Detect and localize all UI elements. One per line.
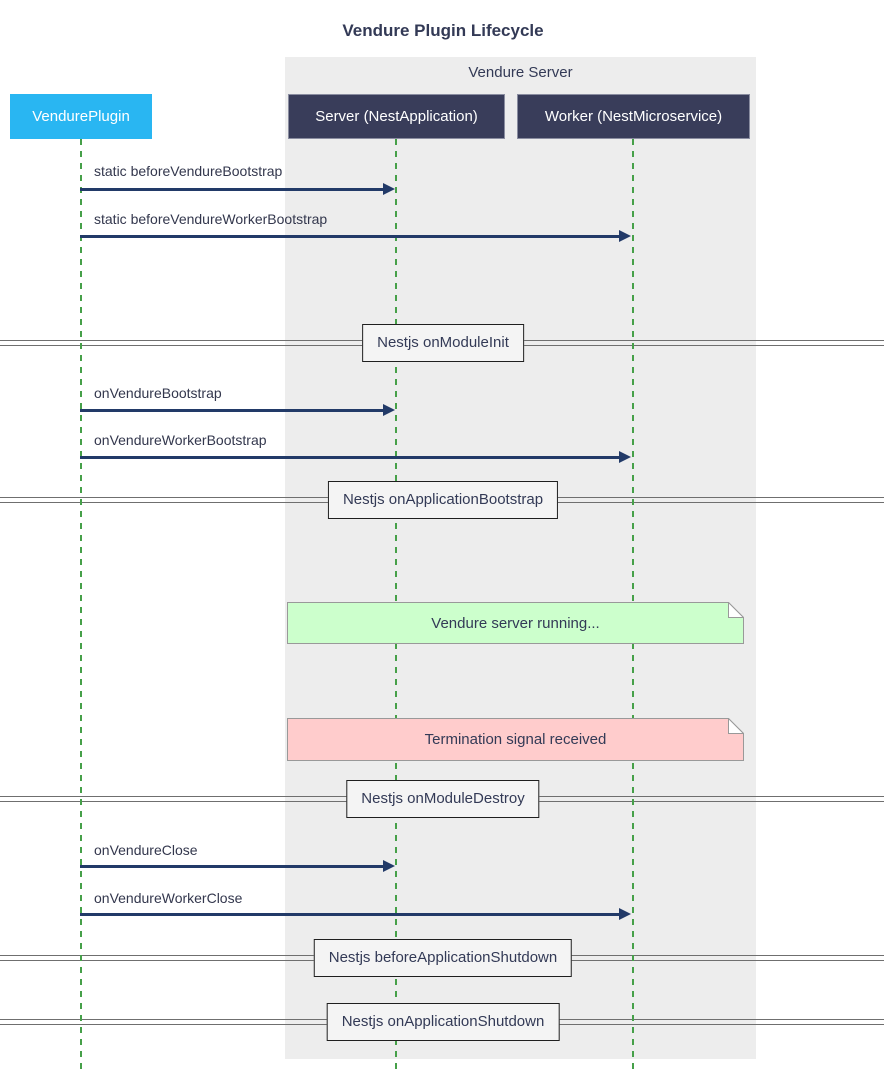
message-arrow-static-before-vendure-worker-bootstrap	[80, 230, 631, 242]
participant-vendure-plugin: VendurePlugin	[10, 94, 152, 139]
lifeline-vendure-plugin	[80, 139, 82, 1072]
participant-server-nest-application: Server (NestApplication)	[288, 94, 505, 139]
note-label-vendure-server-running: Vendure server running...	[431, 614, 600, 632]
divider-box-on-module-destroy: Nestjs onModuleDestroy	[346, 780, 540, 818]
message-label-on-vendure-worker-bootstrap: onVendureWorkerBootstrap	[94, 432, 267, 448]
message-label-on-vendure-close: onVendureClose	[94, 842, 198, 858]
message-label-static-before-vendure-worker-bootstrap: static beforeVendureWorkerBootstrap	[94, 211, 328, 227]
note-shape-pink	[287, 717, 745, 761]
participant-worker-nest-microservice: Worker (NestMicroservice)	[517, 94, 750, 139]
message-label-on-vendure-worker-close: onVendureWorkerClose	[94, 890, 243, 906]
message-arrow-on-vendure-worker-close	[80, 908, 631, 920]
note-shape-green	[287, 601, 745, 644]
note-label-termination-signal: Termination signal received	[424, 731, 607, 748]
diagram-title: Vendure Plugin Lifecycle	[342, 21, 544, 40]
message-arrow-on-vendure-worker-bootstrap	[80, 451, 631, 463]
divider-box-before-application-shutdown: Nestjs beforeApplicationShutdown	[313, 939, 573, 977]
note-vendure-server-running: Vendure server running...	[287, 601, 745, 644]
note-termination-signal: Termination signal received	[287, 717, 745, 761]
message-label-static-before-vendure-bootstrap: static beforeVendureBootstrap	[94, 163, 283, 179]
vendure-server-group-box	[285, 57, 756, 1059]
message-arrow-on-vendure-close	[80, 860, 395, 872]
message-arrow-on-vendure-bootstrap	[80, 404, 395, 416]
divider-box-on-application-shutdown: Nestjs onApplicationShutdown	[326, 1003, 560, 1041]
message-arrow-static-before-vendure-bootstrap	[80, 183, 395, 195]
divider-box-on-module-init: Nestjs onModuleInit	[362, 324, 524, 362]
vendure-server-group-label: Vendure Server	[468, 64, 573, 81]
message-label-on-vendure-bootstrap: onVendureBootstrap	[94, 385, 222, 401]
divider-box-on-application-bootstrap: Nestjs onApplicationBootstrap	[327, 481, 559, 519]
